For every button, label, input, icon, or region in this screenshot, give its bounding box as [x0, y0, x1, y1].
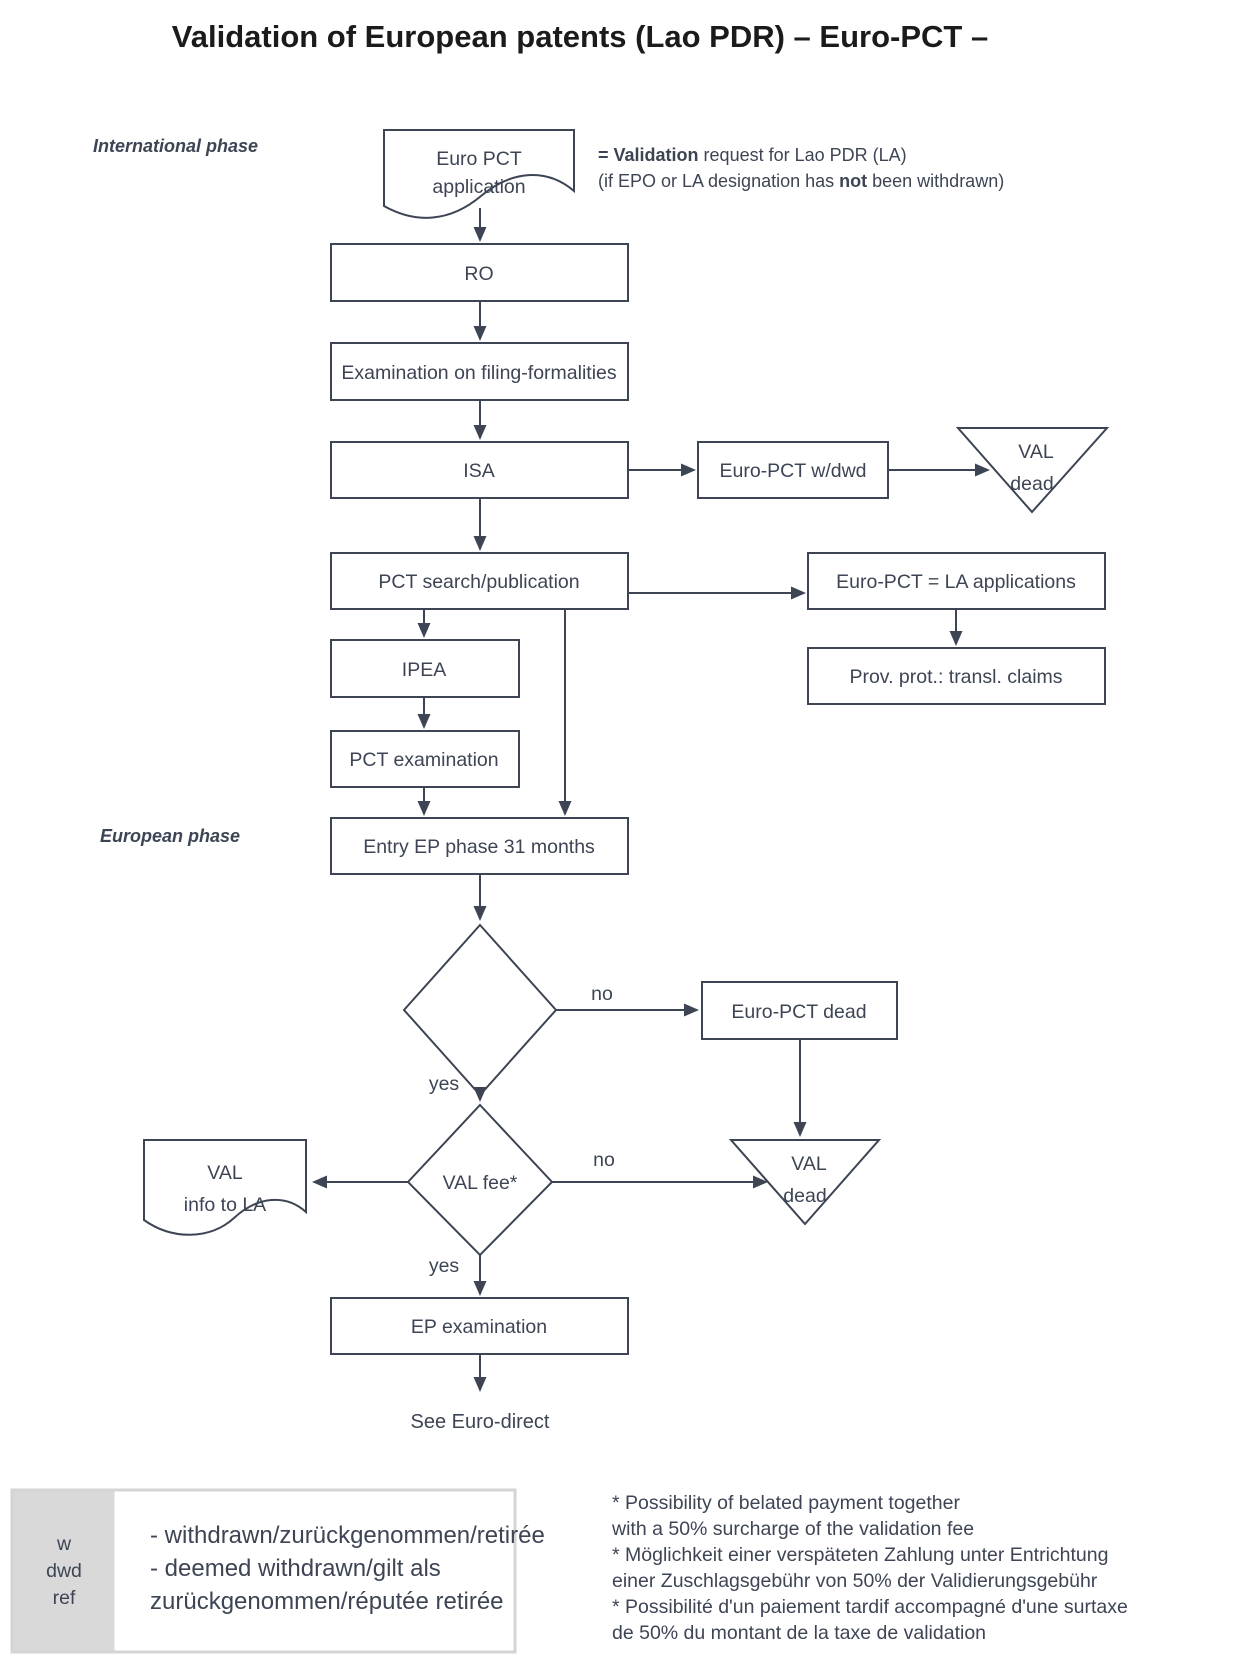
- international-phase-label: International phase: [93, 136, 258, 156]
- footnote-line-3: * Möglichkeit einer verspäteten Zahlung …: [612, 1544, 1108, 1566]
- ipea-box: [330, 639, 520, 698]
- euro-pct-la-label: Euro-PCT = LA applications: [836, 571, 1076, 593]
- annotation-bold-not: not: [839, 171, 867, 191]
- ep-examination-label: EP examination: [411, 1316, 547, 1338]
- val-dead-bottom-label-line1: VAL: [791, 1153, 827, 1175]
- euro-pct-la-box: [807, 552, 1106, 610]
- footnote-line-6: de 50% du montant de la taxe de validati…: [612, 1622, 986, 1644]
- val-info-label-line2: info to LA: [184, 1194, 266, 1216]
- legend-line-withdrawn: - withdrawn/zurückgenommen/retirée: [150, 1522, 545, 1549]
- val-info-label-line1: VAL: [207, 1162, 243, 1184]
- annotation-line1-rest: request for Lao PDR (LA): [699, 145, 907, 165]
- val-info-document: [143, 1139, 307, 1236]
- no-label-fee: no: [593, 1149, 615, 1171]
- pct-examination-box: [330, 730, 520, 788]
- val-dead-top-label-line1: VAL: [1018, 441, 1054, 463]
- euro-pct-wdwd-label: Euro-PCT w/dwd: [719, 460, 866, 482]
- euro-pct-application-document: [383, 129, 575, 219]
- annotation-eq: =: [598, 145, 614, 165]
- ipea-label: IPEA: [402, 659, 446, 681]
- footnote-line-2: with a 50% surcharge of the validation f…: [611, 1518, 974, 1540]
- footnote-line-4: einer Zuschlagsgebühr von 50% der Validi…: [612, 1570, 1098, 1592]
- prov-prot-label: Prov. prot.: transl. claims: [849, 666, 1062, 688]
- ro-box: [330, 243, 629, 302]
- val-fee-label: VAL fee*: [443, 1172, 518, 1194]
- page-title: Validation of European patents (Lao PDR)…: [172, 19, 988, 54]
- pct-examination-label: PCT examination: [349, 749, 498, 771]
- euro-pct-wdwd-box: [697, 441, 889, 499]
- pct-search-label: PCT search/publication: [378, 571, 579, 593]
- val-dead-bottom-label-line2: dead: [783, 1185, 826, 1207]
- yes-label-fee: yes: [429, 1255, 460, 1277]
- val-dead-bottom-triangle: [728, 1139, 882, 1226]
- euro-pct-application-label-line2: application: [432, 176, 525, 198]
- footnote-line-5: * Possibilité d'un paiement tardif accom…: [612, 1596, 1128, 1618]
- legend-line-deemed-withdrawn: - deemed withdrawn/gilt als: [150, 1555, 441, 1582]
- annotation-line2-pre: (if EPO or LA designation has: [598, 171, 839, 191]
- no-label-entry: no: [591, 983, 613, 1005]
- legend-line-reputee-retiree: zurückgenommen/réputée retirée: [150, 1588, 504, 1615]
- ro-label: RO: [464, 263, 493, 285]
- prov-prot-box: [807, 647, 1106, 705]
- legend-key-cell: [13, 1491, 115, 1651]
- yes-label-entry: yes: [429, 1073, 460, 1095]
- pct-search-box: [330, 552, 629, 610]
- legend-key-w: w: [56, 1533, 72, 1555]
- european-phase-label: European phase: [100, 826, 240, 846]
- legend-key-ref: ref: [53, 1587, 76, 1609]
- examination-filing-box: [330, 342, 629, 401]
- isa-box: [330, 441, 629, 499]
- entry-decision-diamond: [402, 923, 558, 1097]
- euro-pct-application-label-line1: Euro PCT: [436, 148, 522, 170]
- euro-pct-dead-box: [701, 981, 898, 1040]
- footnote-line-1: * Possibility of belated payment togethe…: [612, 1492, 960, 1514]
- see-euro-direct-label: See Euro-direct: [411, 1411, 550, 1433]
- annotation-bold-validation: Validation: [614, 145, 699, 165]
- annotation-line2-rest: been withdrawn): [867, 171, 1004, 191]
- val-dead-top-triangle: [955, 427, 1110, 514]
- entry-ep-label: Entry EP phase 31 months: [363, 836, 595, 858]
- euro-pct-dead-label: Euro-PCT dead: [731, 1001, 866, 1023]
- validation-request-annotation-line1: = Validation request for Lao PDR (LA): [598, 145, 907, 165]
- val-dead-top-label-line2: dead: [1010, 473, 1053, 495]
- examination-filing-label: Examination on filing-formalities: [341, 362, 617, 384]
- isa-label: ISA: [463, 460, 494, 482]
- legend-key-dwd: dwd: [46, 1560, 82, 1582]
- validation-request-annotation-line2: (if EPO or LA designation has not been w…: [598, 171, 1004, 191]
- entry-ep-box: [330, 817, 629, 875]
